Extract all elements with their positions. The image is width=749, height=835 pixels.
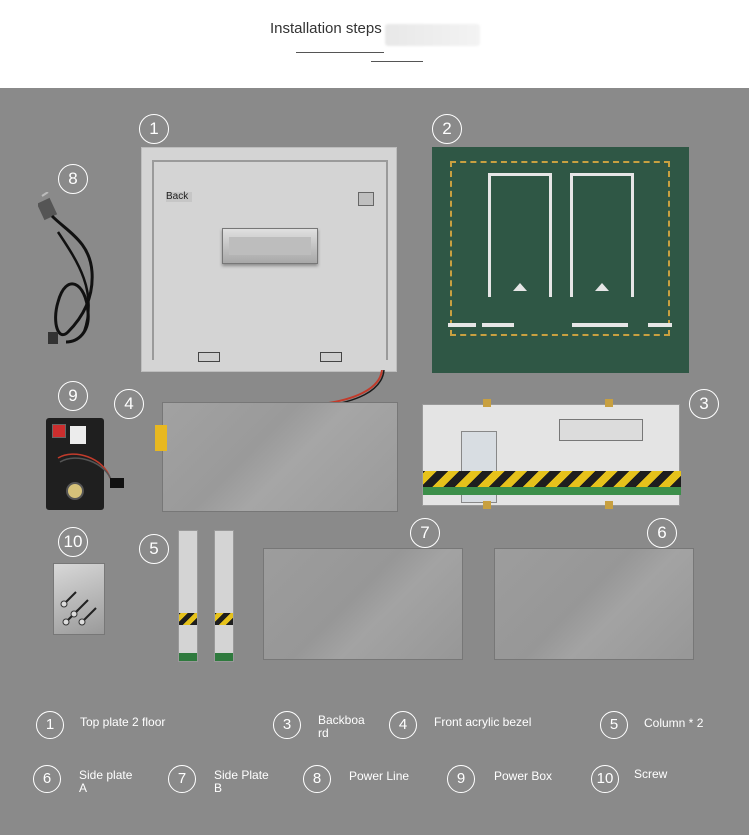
post-cap	[483, 399, 491, 407]
part-number-badge: 5	[139, 534, 169, 564]
plate-handle	[222, 228, 318, 264]
legend-number-badge: 8	[303, 765, 331, 793]
hazard-stripe	[423, 471, 681, 487]
part-number-badge: 3	[689, 389, 719, 419]
legend-number-badge: 10	[591, 765, 619, 793]
power-cable-icon	[38, 192, 94, 344]
plate-slot	[320, 352, 342, 362]
power-switch-icon	[52, 424, 66, 438]
legend-label: Side Plate B	[214, 768, 269, 795]
legend-number-badge: 7	[168, 765, 196, 793]
legend-label: Top plate 2 floor	[80, 715, 166, 729]
legend-label: Screw	[634, 767, 668, 781]
plate-frame	[152, 160, 388, 360]
screws-icon	[60, 591, 97, 626]
side-plate-a-image	[494, 548, 694, 660]
post-cap	[605, 501, 613, 509]
floor-stripe	[448, 323, 476, 327]
side-plate-b-image	[263, 548, 463, 660]
column-image	[178, 530, 198, 662]
floor-plate-image	[432, 147, 689, 373]
part-number-badge: 2	[432, 114, 462, 144]
legend-label: Power Box	[494, 769, 553, 783]
legend-number-badge: 5	[600, 711, 628, 739]
backboard-base	[423, 487, 681, 495]
legend-number-badge: 4	[389, 711, 417, 739]
bezel-tag	[155, 425, 167, 451]
parking-spot	[488, 173, 552, 297]
legend-label: Column * 2	[644, 716, 704, 730]
column-base	[179, 653, 197, 661]
box-label	[70, 426, 86, 444]
column-hazard-stripe	[215, 613, 233, 625]
post-cap	[605, 399, 613, 407]
title-underline	[296, 52, 384, 53]
part-number-badge: 4	[114, 389, 144, 419]
page-title: Installation steps	[270, 20, 382, 37]
column-image	[214, 530, 234, 662]
legend-number-badge: 3	[273, 711, 301, 739]
part-number-badge: 10	[58, 527, 88, 557]
part-number-badge: 1	[139, 114, 169, 144]
floor-stripe	[648, 323, 672, 327]
legend-label: Side plate A	[79, 768, 133, 795]
legend-label: Backboa rd	[318, 713, 365, 740]
part-number-badge: 7	[410, 518, 440, 548]
part-number-badge: 9	[58, 381, 88, 411]
title-underline-short	[371, 61, 423, 62]
part-number-badge: 8	[58, 164, 88, 194]
header: Installation steps	[0, 0, 749, 88]
legend-label: Front acrylic bezel	[434, 715, 532, 729]
power-box-image	[46, 418, 124, 510]
backboard-image	[422, 399, 681, 509]
top-plate-image: Back	[141, 147, 397, 412]
screw-bag-image	[53, 563, 105, 635]
box-knob-icon	[66, 482, 84, 500]
box-wire-icon	[57, 453, 124, 488]
acrylic-bezel-image	[155, 402, 398, 512]
plate-slot	[198, 352, 220, 362]
column-base	[215, 653, 233, 661]
legend-number-badge: 9	[447, 765, 475, 793]
parking-spot	[570, 173, 634, 297]
column-hazard-stripe	[179, 613, 197, 625]
arrow-up-icon	[513, 283, 527, 291]
backboard-window	[559, 419, 643, 441]
corner-bracket	[358, 192, 374, 206]
floor-stripe	[482, 323, 514, 327]
legend-label: Power Line	[349, 769, 410, 783]
parking-border	[450, 161, 670, 336]
blurred-subtitle	[385, 24, 480, 46]
floor-stripe	[572, 323, 628, 327]
arrow-up-icon	[595, 283, 609, 291]
post-cap	[483, 501, 491, 509]
part-number-badge: 6	[647, 518, 677, 548]
legend-number-badge: 1	[36, 711, 64, 739]
legend-number-badge: 6	[33, 765, 61, 793]
back-label: Back	[166, 192, 192, 202]
